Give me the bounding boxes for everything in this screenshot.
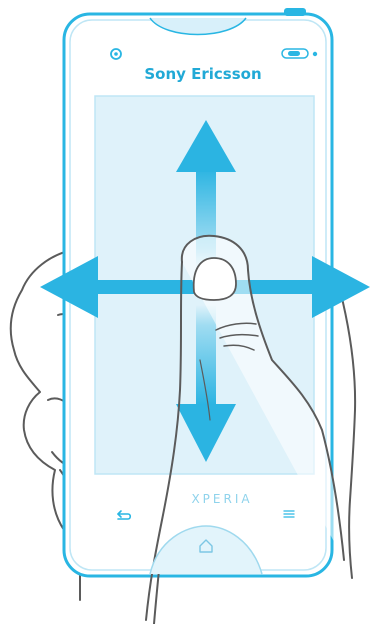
sensor-icon [281,48,318,59]
brand-name: Sony Ericsson [144,65,261,83]
swipe-left-arrow [40,256,198,318]
home-icon [199,539,213,553]
menu-icon [283,510,295,518]
menu-button[interactable] [283,510,295,518]
back-button[interactable] [117,510,132,520]
xperia-logo: XPERIA [191,492,252,506]
pointing-finger [145,234,345,625]
swipe-down-arrow [176,305,236,462]
front-camera-icon [110,48,122,60]
home-button[interactable] [149,525,263,575]
back-arrow-icon [117,510,132,520]
